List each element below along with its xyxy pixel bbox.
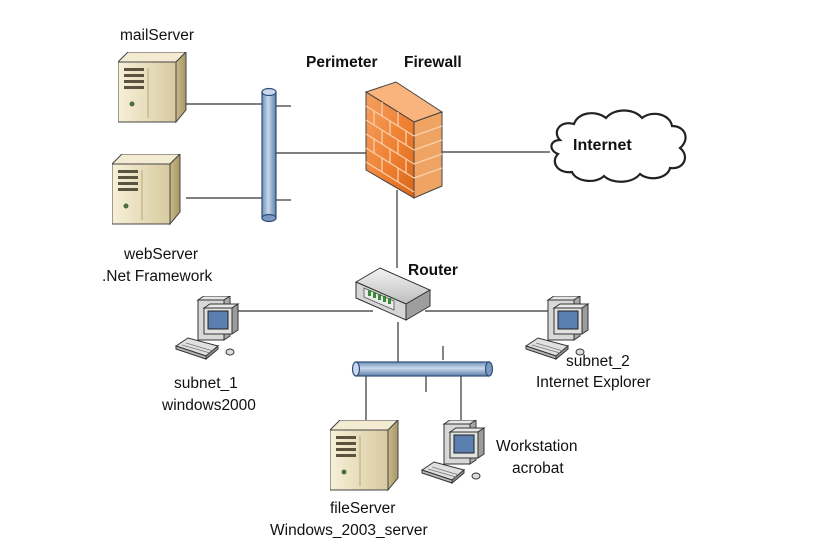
- file-server-label: fileServer: [330, 500, 395, 517]
- backbone-bus-vertical: [261, 87, 277, 223]
- internet-cloud-icon[interactable]: [550, 109, 687, 183]
- connection-lines: [186, 103, 550, 422]
- mail-server-icon[interactable]: [118, 52, 187, 123]
- router-label: Router: [408, 262, 458, 279]
- web-server-label: webServer: [123, 246, 198, 263]
- perimeter-label: Perimeter: [306, 54, 378, 71]
- subnet-2-browser-label: Internet Explorer: [536, 374, 651, 391]
- file-server-icon[interactable]: [330, 420, 399, 491]
- firewall-icon[interactable]: [364, 81, 444, 199]
- subnet-2-workstation-icon[interactable]: [525, 296, 589, 360]
- mail-server-label: mailServer: [120, 27, 194, 44]
- web-server-icon[interactable]: [112, 154, 181, 225]
- subnet-1-workstation-icon[interactable]: [175, 296, 239, 360]
- subnet-2-label: subnet_2: [566, 353, 630, 370]
- internet-label: Internet: [573, 137, 632, 154]
- workstation-app-label: acrobat: [512, 460, 564, 477]
- file-server-os-label: Windows_2003_server: [270, 522, 428, 539]
- workstation-label: Workstation: [496, 438, 578, 455]
- firewall-label: Firewall: [404, 54, 462, 71]
- workstation-acrobat-icon[interactable]: [421, 420, 485, 484]
- subnet-1-os-label: windows2000: [161, 397, 256, 414]
- web-server-framework-label: .Net Framework: [102, 268, 212, 285]
- subnet-1-label: subnet_1: [174, 375, 238, 392]
- lan-bus-horizontal: [351, 361, 494, 377]
- router-icon[interactable]: [354, 267, 432, 321]
